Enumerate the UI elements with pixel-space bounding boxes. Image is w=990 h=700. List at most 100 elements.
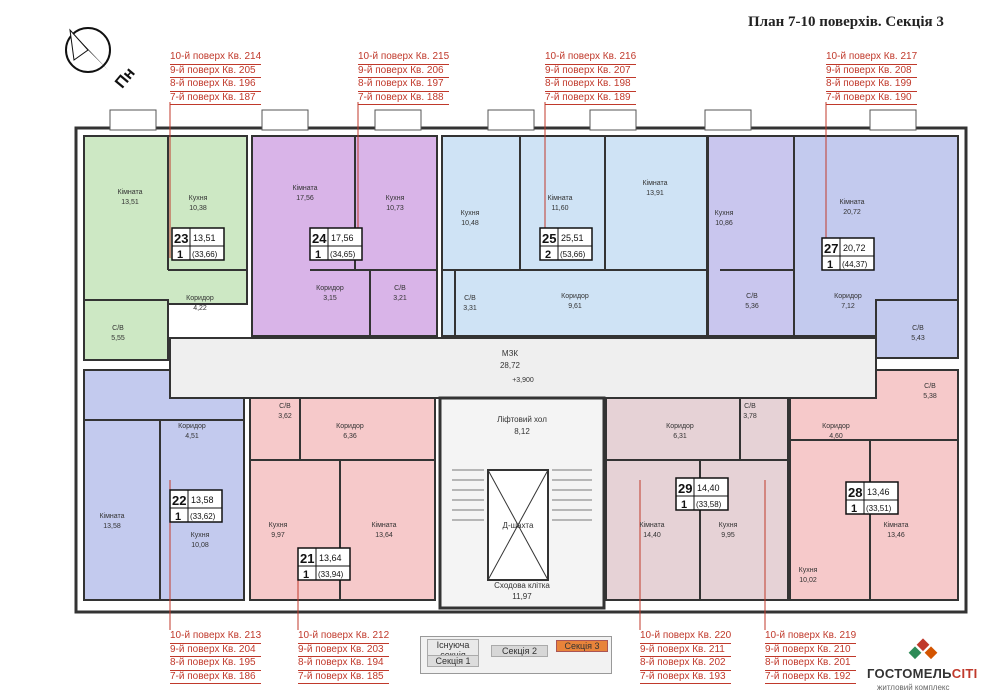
floor-list-item: 9-й поверх Кв. 207 (545, 65, 637, 78)
room-label: Кухня (719, 522, 738, 529)
apartment-tag-box (821, 237, 875, 271)
apartment-number: 29 (678, 481, 692, 496)
room-label: Кухня (715, 210, 734, 217)
room-label: Коридор (561, 293, 589, 300)
balcony (704, 109, 752, 131)
floor-list-item: 8-й поверх Кв. 194 (298, 657, 390, 671)
room-area: 14,40 (643, 532, 661, 539)
room-area: 17,56 (296, 195, 314, 202)
room-label: С/В (912, 325, 924, 332)
room-area: 10,48 (461, 220, 479, 227)
apartment-living-area: 20,72 (843, 243, 866, 253)
room-area: 10,86 (715, 220, 733, 227)
apartment-rooms: 1 (827, 259, 833, 271)
room-label: С/В (464, 295, 476, 302)
floor-list-item: 9-й поверх Кв. 211 (640, 644, 732, 657)
apartment-tag-box (845, 481, 899, 515)
apartment-living-area: 13,58 (191, 495, 214, 505)
room-label: Кухня (799, 567, 818, 574)
apartment-number: 25 (542, 231, 556, 246)
apartment-number: 22 (172, 493, 186, 508)
floor-list-item: 7-й поверх Кв. 188 (358, 92, 450, 105)
compass-icon: Пн (65, 27, 139, 92)
apartment-tag-box (675, 477, 729, 511)
room-labels: Кімната13,51Кухня10,38Коридор4,22С/В5,55… (99, 179, 936, 584)
apartment-total-area: (33,94) (318, 570, 344, 579)
floor-list-item: 10-й поверх Кв. 213 (170, 630, 262, 644)
room-area: 13,91 (646, 190, 664, 197)
apt-27-bath (875, 299, 959, 359)
floor-list-item: 9-й поверх Кв. 203 (298, 644, 390, 657)
floor-list-item: 7-й поверх Кв. 186 (170, 671, 262, 684)
floor-list-29: 10-й поверх Кв. 220 9-й поверх Кв. 211 8… (640, 630, 732, 684)
floor-list-item: 8-й поверх Кв. 197 (358, 78, 450, 92)
key-section-1: Секція 1 (427, 655, 479, 667)
brand-subtitle: житловий комплекс (877, 683, 950, 692)
apartment-tags: 23113,51(33,66)24117,56(34,65)25225,51(5… (169, 227, 899, 581)
room-area: 4,22 (193, 305, 207, 312)
apartment-rooms: 1 (315, 249, 321, 261)
apartment-number: 21 (300, 551, 314, 566)
room-area: 3,31 (463, 305, 477, 312)
floor-list-item: 10-й поверх Кв. 217 (826, 51, 918, 65)
floor-list-item: 8-й поверх Кв. 202 (640, 657, 732, 671)
key-section-3: Секція 3 (556, 640, 608, 652)
apartment-total-area: (33,66) (192, 250, 218, 259)
compass-label: Пн (112, 65, 139, 92)
room-area: 9,97 (271, 532, 285, 539)
apt-22-zone (83, 369, 245, 601)
room-area: 10,08 (191, 542, 209, 549)
stairs (452, 469, 592, 521)
leader-lines (169, 102, 827, 630)
lift-hall (438, 396, 606, 610)
balcony (261, 109, 309, 131)
floor-list-item: 8-й поверх Кв. 196 (170, 78, 262, 92)
apartment-total-area: (33,51) (866, 504, 892, 513)
apartment-number: 27 (824, 241, 838, 256)
room-area: 5,43 (911, 335, 925, 342)
apartment-number: 24 (312, 231, 327, 246)
room-label: Кімната (371, 521, 396, 529)
room-area: 10,02 (799, 577, 817, 584)
floor-list-23: 10-й поверх Кв. 214 9-й поверх Кв. 205 8… (170, 51, 262, 105)
floor-list-item: 9-й поверх Кв. 206 (358, 65, 450, 78)
room-label: Кімната (639, 521, 664, 529)
floor-list-item: 10-й поверх Кв. 216 (545, 51, 637, 65)
room-label: Коридор (316, 285, 344, 292)
level-mark: +3,900 (512, 377, 534, 384)
room-area: 13,46 (887, 532, 905, 539)
page-title: План 7-10 поверхів. Секція 3 (748, 14, 944, 30)
balcony (869, 109, 917, 131)
room-area: 11,60 (552, 205, 569, 212)
apartment-tag-box (171, 227, 225, 261)
floor-list-27: 10-й поверх Кв. 217 9-й поверх Кв. 208 8… (826, 51, 918, 105)
room-area: 6,31 (673, 433, 687, 440)
balcony (487, 109, 535, 131)
lift-hall-label: Ліфтовий хол (497, 415, 547, 424)
room-area: 20,72 (843, 209, 861, 216)
apt-27-zone (793, 135, 959, 337)
room-area: 5,36 (745, 303, 759, 310)
floor-list-item: 9-й поверх Кв. 205 (170, 65, 262, 78)
apt-21-zone (249, 397, 436, 601)
floor-list-item: 8-й поверх Кв. 201 (765, 657, 857, 671)
room-area: 7,12 (841, 303, 855, 310)
floor-list-item: 7-й поверх Кв. 192 (765, 671, 857, 684)
room-area: 3,21 (393, 295, 407, 302)
apt-29-zone (605, 397, 789, 601)
sections-key: Існуюча секція Секція 1 Секція 2 Секція … (420, 636, 612, 674)
stair-area: 11,97 (512, 592, 532, 601)
apartment-living-area: 13,64 (319, 553, 342, 563)
apartment-rooms: 1 (851, 503, 857, 515)
apartment-total-area: (44,37) (842, 260, 868, 269)
apartment-number: 28 (848, 485, 862, 500)
room-label: Коридор (834, 293, 862, 300)
room-label: Кімната (292, 184, 317, 192)
apt-28-zone (789, 369, 959, 601)
room-area: 5,38 (923, 393, 937, 400)
room-label: Кімната (839, 198, 864, 206)
